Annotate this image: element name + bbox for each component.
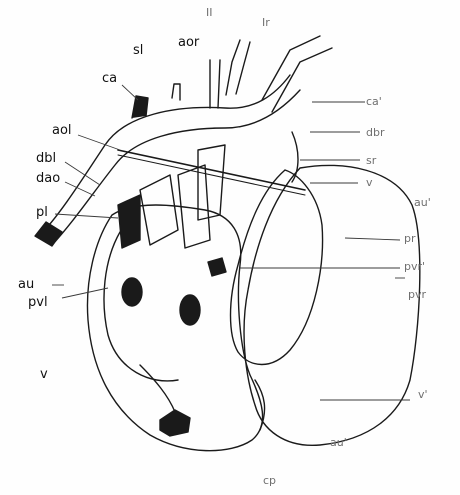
label-au-prime-upper: au'	[414, 196, 431, 209]
probe-rod	[118, 150, 305, 190]
label-ca-prime: ca'	[366, 95, 382, 108]
right-ventricle-seam	[255, 380, 265, 430]
leader-pl	[55, 214, 118, 218]
label-sr: sr	[366, 154, 376, 167]
leader-pr	[345, 238, 400, 240]
descending-aorta-stump	[35, 222, 62, 246]
leader-aol	[78, 135, 120, 150]
vessel-top-d	[226, 40, 250, 95]
pulmonary-left	[140, 175, 178, 245]
vessel-top-b	[132, 96, 148, 118]
label-cp: cp	[263, 474, 276, 487]
label-au: au	[18, 278, 34, 291]
label-aor: aor	[178, 36, 199, 49]
left-atrium-shadow	[118, 195, 140, 248]
label-v-prime: v'	[418, 388, 428, 401]
label-ca: ca	[102, 72, 117, 85]
label-pvr-prime: pvr'	[404, 260, 425, 273]
label-ii: II	[206, 6, 213, 19]
aortic-arch	[40, 75, 290, 235]
opening-right	[180, 295, 200, 325]
right-ventricle-outline	[244, 165, 420, 445]
label-pl: pl	[36, 206, 48, 219]
label-dbl: dbl	[36, 152, 56, 165]
label-pr: pr	[404, 232, 416, 245]
left-auricle-outline	[104, 232, 178, 381]
opening-apex	[160, 410, 190, 436]
label-aol: aol	[52, 124, 72, 137]
leader-ca	[122, 85, 138, 100]
leader-pvl	[62, 288, 108, 298]
opening-top	[208, 258, 226, 276]
label-pvr: pvr	[408, 288, 426, 301]
label-v-right: v	[366, 176, 373, 189]
label-dbr: dbr	[366, 126, 385, 139]
label-v-left: v	[40, 368, 48, 381]
apex-seam	[140, 365, 175, 412]
leader-dao	[65, 182, 95, 196]
vessel-top-c	[210, 60, 220, 108]
label-pvl: pvl	[28, 296, 48, 309]
pulmonary-right	[198, 145, 225, 220]
vessel-top-e	[262, 36, 332, 112]
leader-dbl	[65, 162, 100, 185]
vessel-top-a	[172, 84, 180, 100]
label-au-prime-lower: au'	[330, 436, 347, 449]
label-dao: dao	[36, 172, 60, 185]
label-sl: sl	[133, 44, 143, 57]
label-ir: Ir	[262, 16, 270, 29]
opening-left	[122, 278, 142, 306]
probe-rod-2	[118, 155, 305, 195]
